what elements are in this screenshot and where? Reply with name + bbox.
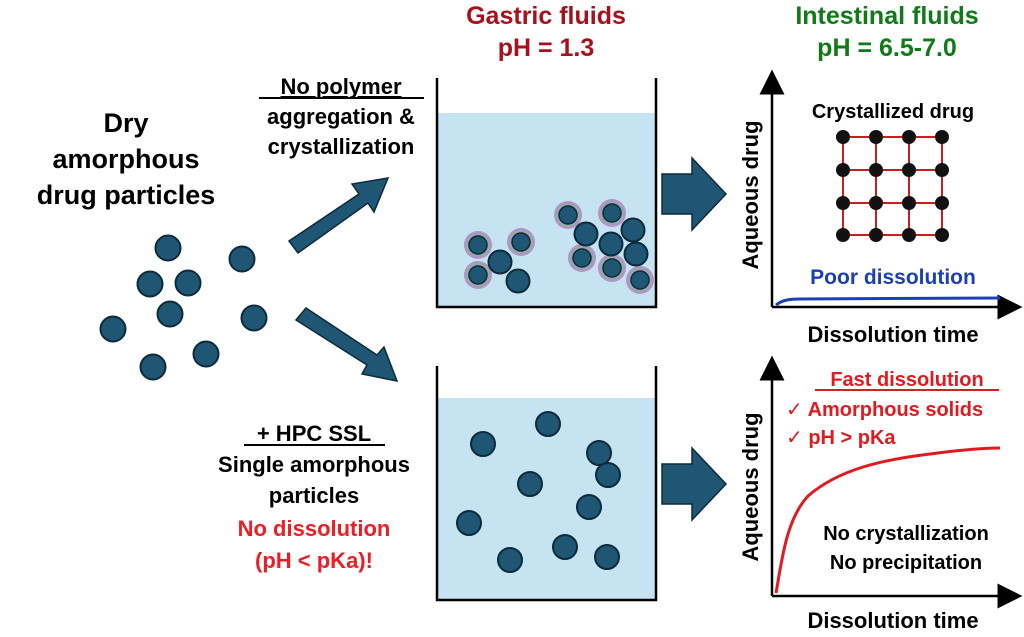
dry-particle <box>240 304 268 332</box>
aggregated-particles <box>464 199 654 294</box>
aggregate-core <box>598 231 624 257</box>
coated-particle <box>464 231 492 259</box>
crystallization-text: crystallization <box>268 134 415 159</box>
dry-particle <box>154 234 182 262</box>
intestinal-ph: pH = 6.5-7.0 <box>817 34 957 62</box>
top-y-label: Aqueous drug <box>738 120 763 269</box>
right-arrow-bottom <box>661 446 728 522</box>
aggregation-text: aggregation & <box>267 104 415 129</box>
dry-particle <box>228 245 256 273</box>
amorphous-solids-check: ✓ Amorphous solids <box>786 399 983 421</box>
dispersed-particles <box>456 411 621 573</box>
single-amorphous-text: Single amorphous <box>218 452 410 477</box>
dry-particle <box>174 269 202 297</box>
intestinal-title: Intestinal fluids <box>795 2 978 30</box>
no-crystallization-text: No crystallization <box>823 523 989 545</box>
fast-dissolution-title: Fast dissolution <box>830 369 983 391</box>
dry-particle <box>136 270 164 298</box>
poor-dissolution-curve <box>775 296 1001 307</box>
coated-particle <box>554 201 582 229</box>
bottom-graph: Aqueous drug Dissolution time Fast disso… <box>738 355 1023 633</box>
gastric-title: Gastric fluids <box>466 2 626 30</box>
beaker-outline <box>435 78 658 309</box>
dry-label-line1: Dry <box>103 108 148 138</box>
dispersed-particle <box>470 431 496 457</box>
dispersed-particle <box>576 494 602 520</box>
crystallized-drug-label: Crystallized drug <box>812 101 974 123</box>
coated-particle <box>507 228 535 256</box>
fast-dissolution-curve <box>774 446 1001 594</box>
no-polymer-title: No polymer <box>280 74 401 99</box>
crystal-lattice <box>836 130 949 242</box>
coated-particle <box>626 266 654 294</box>
ph-less-pka-text: (pH < pKa)! <box>255 548 373 573</box>
up-right-arrow <box>287 177 390 255</box>
no-precipitation-text: No precipitation <box>830 552 982 574</box>
dispersed-particle <box>586 440 612 466</box>
dry-particle <box>192 340 220 368</box>
top-x-label: Dissolution time <box>807 322 978 347</box>
down-right-arrow <box>294 307 399 383</box>
dry-particle <box>139 353 167 381</box>
dispersed-particle <box>456 510 482 536</box>
dispersed-particle <box>497 547 523 573</box>
dry-particles <box>99 234 268 381</box>
hpc-ssl-title: + HPC SSL <box>257 421 371 446</box>
coated-particle <box>598 199 626 227</box>
top-graph: Aqueous drug Dissolution time Crystalliz… <box>738 69 1023 347</box>
dry-particle <box>156 300 184 328</box>
bottom-y-label: Aqueous drug <box>738 412 763 561</box>
particles-text: particles <box>269 483 360 508</box>
aggregate-core <box>620 217 646 243</box>
gastric-ph: pH = 1.3 <box>498 34 595 62</box>
dry-particle <box>99 315 127 343</box>
dispersed-particle <box>595 462 621 488</box>
dry-label-line3: drug particles <box>37 180 216 210</box>
aggregate-core <box>623 241 649 267</box>
dispersed-particle <box>552 534 578 560</box>
bottom-x-label: Dissolution time <box>807 608 978 632</box>
poor-dissolution-label: Poor dissolution <box>810 266 976 289</box>
dispersed-particle <box>594 544 620 570</box>
dry-label-line2: amorphous <box>52 144 199 174</box>
coated-particle <box>598 254 626 282</box>
aggregate-core <box>573 221 599 247</box>
dispersed-particle <box>535 411 561 437</box>
beaker-outline <box>435 366 658 602</box>
ph-greater-pka-check: ✓ pH > pKa <box>786 427 896 449</box>
dispersed-particle <box>517 471 543 497</box>
no-dissolution-text: No dissolution <box>238 516 391 541</box>
coated-particle <box>568 244 596 272</box>
aggregate-core <box>487 249 513 275</box>
coated-particle <box>464 261 492 289</box>
right-arrow-top <box>661 156 728 232</box>
gastric-beaker-bottom <box>435 366 658 602</box>
aggregate-core <box>505 268 531 294</box>
